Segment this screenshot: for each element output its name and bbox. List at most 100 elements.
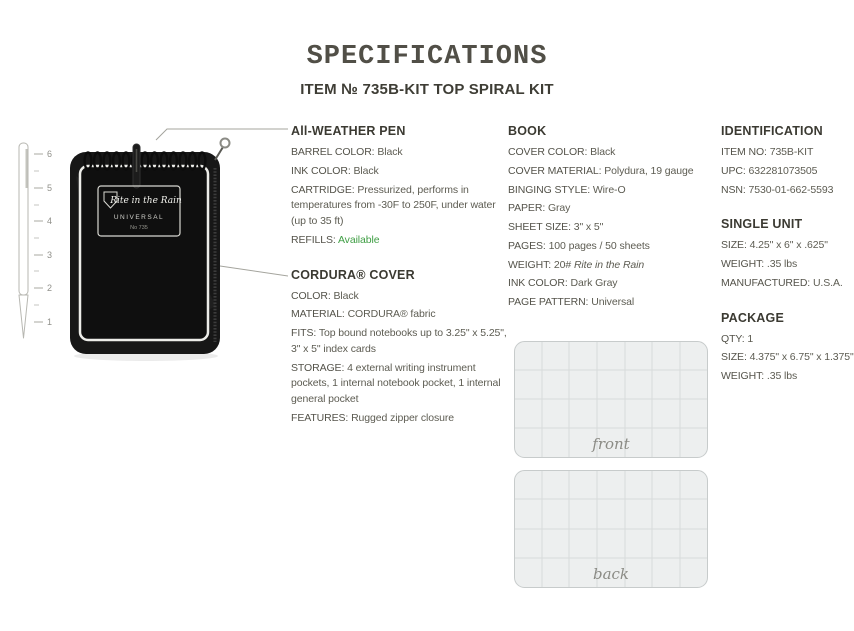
spec-row: PAGE PATTERN: Universal <box>508 295 706 311</box>
spec-label: PAGE PATTERN: <box>508 296 589 308</box>
spec-label: COVER MATERIAL: <box>508 164 602 177</box>
notebook-logo: Rite in the Rain UNIVERSAL No 735 <box>97 185 182 237</box>
pattern-front-label: front <box>591 435 630 453</box>
spec-label: NSN: <box>721 183 746 196</box>
ruler-number: 4 <box>47 216 52 226</box>
spec-row: BARREL COLOR: Black <box>291 145 507 161</box>
spec-label: STORAGE: <box>291 361 345 374</box>
pattern-back-label: back <box>593 565 629 583</box>
section-title: CORDURA® COVER <box>291 267 415 282</box>
column-identification: IDENTIFICATION ITEM NO: 735B-KIT UPC: 63… <box>721 124 854 404</box>
spec-value: 7530-01-662-5593 <box>748 183 834 196</box>
section-title: IDENTIFICATION <box>721 124 823 138</box>
pen-illustration <box>18 142 29 339</box>
spec-row: COVER COLOR: Black <box>508 145 706 161</box>
spec-label: SIZE: <box>721 351 747 364</box>
ruler-number: 2 <box>47 283 52 293</box>
spec-value: .35 lbs <box>766 258 798 270</box>
spec-row: PAPER: Gray <box>508 201 706 217</box>
spec-row: WEIGHT: .35 lbs <box>721 257 854 273</box>
spec-value: 632281073505 <box>748 164 818 177</box>
section-package: PACKAGE QTY: 1 SIZE: 4.375" x 6.75" x 1.… <box>721 311 854 385</box>
spec-value: 100 pages / 50 sheets <box>548 239 650 252</box>
section-single-unit: SINGLE UNIT SIZE: 4.25" x 6" x .625" WEI… <box>721 217 854 291</box>
spec-label: COLOR: <box>291 289 331 302</box>
spec-label: REFILLS: <box>291 233 336 246</box>
cover-pen-icon <box>132 143 141 189</box>
spec-value: 3" x 5" <box>573 221 604 233</box>
ruler-number: 5 <box>47 183 52 193</box>
spec-label: UPC: <box>721 164 746 177</box>
section-book: BOOK COVER COLOR: Black COVER MATERIAL: … <box>508 124 706 311</box>
spec-value: .35 lbs <box>766 370 798 382</box>
spec-row: SIZE: 4.25" x 6" x .625" <box>721 238 854 254</box>
spec-label: PAPER: <box>508 202 546 215</box>
spec-value: Polydura, 19 gauge <box>604 164 694 177</box>
spec-value: 4 external writing instrument pockets, 1… <box>291 361 501 406</box>
spec-row: REFILLS: Available <box>291 233 507 249</box>
section-title: All-WEATHER PEN <box>291 124 406 138</box>
shield-logo-icon <box>103 191 118 209</box>
spec-value: Dark Gray <box>570 277 618 290</box>
section-title: SINGLE UNIT <box>721 217 803 232</box>
ruler-number: 3 <box>47 250 52 260</box>
spec-value-italic: Rite in the Rain <box>573 258 645 271</box>
section-title: BOOK <box>508 124 547 138</box>
spec-value: 4.25" x 6" x .625" <box>749 239 828 252</box>
spec-value: U.S.A. <box>812 276 843 289</box>
section-title: PACKAGE <box>721 310 784 325</box>
spec-row: INK COLOR: Black <box>291 164 507 180</box>
spec-value: Black <box>333 289 359 302</box>
spec-row: ITEM NO: 735B-KIT <box>721 145 854 161</box>
spec-label: BARREL COLOR: <box>291 146 375 158</box>
spec-value: Rugged zipper closure <box>351 411 455 424</box>
spec-row: FITS: Top bound notebooks up to 3.25" x … <box>291 326 507 358</box>
universal-grid-pattern <box>515 471 707 587</box>
callout-line-cover <box>219 265 288 277</box>
spec-value: Black <box>590 146 616 158</box>
spec-row: STORAGE: 4 external writing instrument p… <box>291 361 507 408</box>
spec-row: WEIGHT: .35 lbs <box>721 369 854 385</box>
spec-row: PAGES: 100 pages / 50 sheets <box>508 239 706 255</box>
spec-row: SIZE: 4.375" x 6.75" x 1.375" <box>721 350 854 366</box>
ruler-number: 1 <box>47 317 52 327</box>
spec-value: Top bound notebooks up to 3.25" x 5.25",… <box>291 327 507 355</box>
spec-label: INK COLOR: <box>508 277 568 290</box>
spec-value: Universal <box>591 296 635 308</box>
spec-label: SHEET SIZE: <box>508 221 571 233</box>
spec-label: FEATURES: <box>291 411 349 424</box>
page-pattern-front-image: front <box>514 341 708 458</box>
section-all-weather-pen: All-WEATHER PEN BARREL COLOR: Black INK … <box>291 124 507 249</box>
spec-label: ITEM NO: <box>721 146 767 158</box>
spec-label: CARTRIDGE: <box>291 183 355 196</box>
spec-row: SHEET SIZE: 3" x 5" <box>508 220 706 236</box>
ruler-number: 6 <box>47 149 52 159</box>
spec-value: 20# <box>553 258 572 271</box>
spec-row: INK COLOR: Dark Gray <box>508 276 706 292</box>
page-subtitle: ITEM № 735B-KIT TOP SPIRAL KIT <box>300 81 554 98</box>
spec-row: QTY: 1 <box>721 332 854 348</box>
column-book: BOOK COVER COLOR: Black COVER MATERIAL: … <box>508 124 706 330</box>
spec-row: CARTRIDGE: Pressurized, performs in temp… <box>291 183 507 230</box>
ruler-scale: 6 5 4 3 2 1 <box>34 149 52 327</box>
spec-label: MANUFACTURED: <box>721 276 811 289</box>
spec-label: COVER COLOR: <box>508 146 588 158</box>
spec-row: MATERIAL: CORDURA® fabric <box>291 307 507 323</box>
spec-row: BINGING STYLE: Wire-O <box>508 183 706 199</box>
spec-value: CORDURA® fabric <box>347 308 436 321</box>
logo-script-text: Rite in the Rain <box>109 196 182 206</box>
refills-available-link[interactable]: Available <box>337 233 380 246</box>
spec-value: Pressurized, performs in temperatures fr… <box>291 183 496 228</box>
callout-line-pen <box>155 128 288 141</box>
spec-row: MANUFACTURED: U.S.A. <box>721 276 854 292</box>
product-illustration: 6 5 4 3 2 1 <box>18 128 288 361</box>
spec-label: PAGES: <box>508 239 546 252</box>
spec-value: 735B-KIT <box>769 146 814 158</box>
spec-label: QTY: <box>721 332 745 345</box>
spec-value: Black <box>353 164 379 177</box>
column-pen-cover: All-WEATHER PEN BARREL COLOR: Black INK … <box>291 124 507 446</box>
spec-value: Wire-O <box>592 183 626 196</box>
spec-label: SIZE: <box>721 239 747 252</box>
universal-grid-pattern <box>515 342 707 457</box>
spec-row: WEIGHT: 20# Rite in the Rain <box>508 258 706 274</box>
